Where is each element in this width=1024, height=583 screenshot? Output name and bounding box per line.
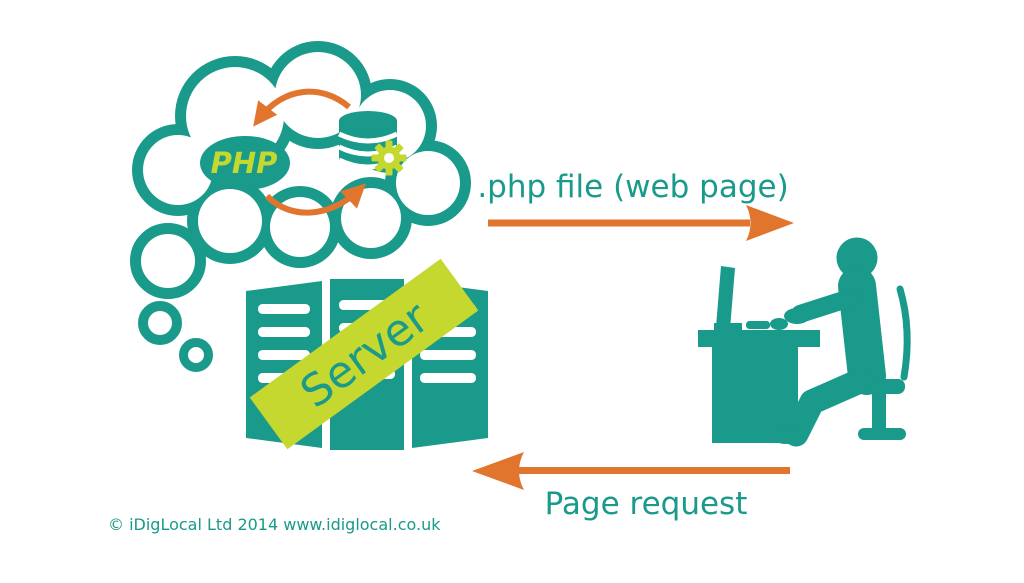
thought-cloud-icon — [132, 41, 471, 268]
php-bubble: PHP — [200, 136, 290, 190]
php-db-cycle-arrows — [253, 88, 366, 216]
mouse-icon — [770, 318, 788, 330]
copyright-text: © iDigLocal Ltd 2014 www.idiglocal.co.uk — [108, 515, 441, 534]
user-at-desk-icon — [698, 237, 911, 447]
response-label: .php file (web page) — [477, 169, 788, 205]
left-arrow-icon — [472, 452, 790, 490]
right-arrow-icon — [488, 205, 794, 241]
php-label: PHP — [211, 146, 278, 180]
keyboard-icon — [746, 321, 770, 329]
gear-icon — [371, 140, 407, 176]
cycle-arrow-right-icon — [264, 183, 366, 216]
thought-bubbles-icon — [130, 223, 213, 372]
monitor-icon — [714, 266, 742, 330]
desk-icon — [698, 330, 820, 443]
request-label: Page request — [545, 486, 748, 522]
request-flow: Page request — [472, 452, 790, 522]
cycle-arrow-left-icon — [253, 88, 351, 127]
response-flow: .php file (web page) — [477, 169, 794, 241]
person-icon — [771, 237, 886, 447]
